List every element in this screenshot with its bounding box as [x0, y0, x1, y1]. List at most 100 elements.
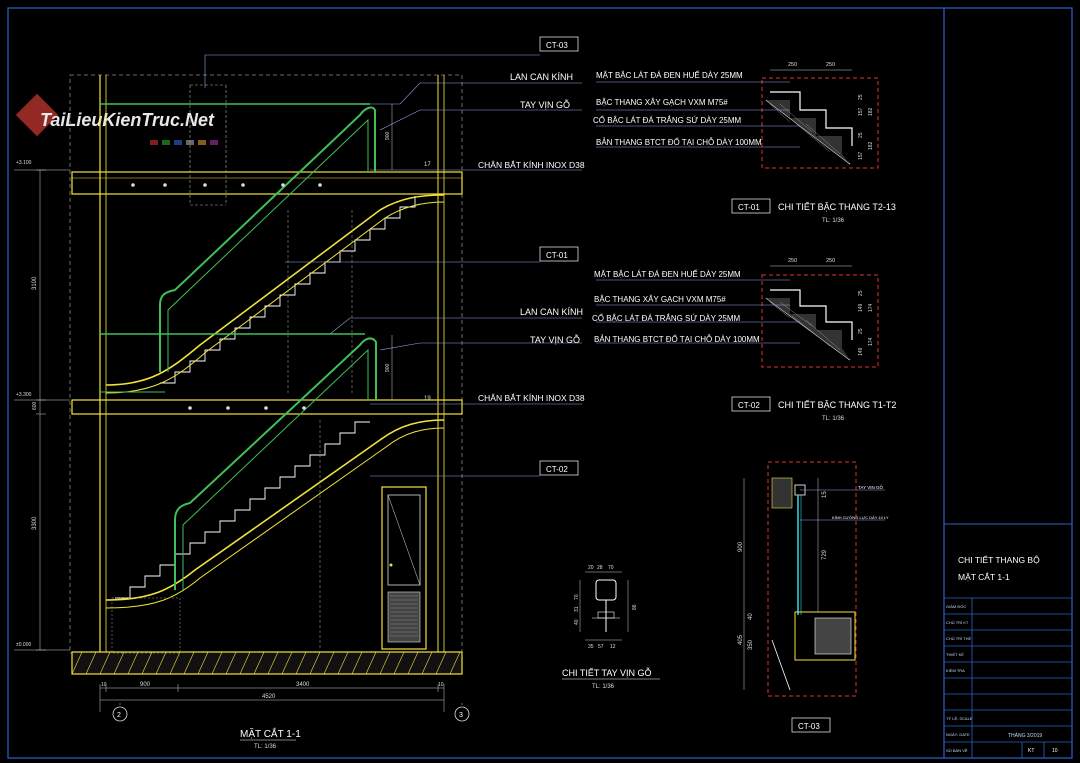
tb-sheet-label: KT — [1028, 748, 1034, 754]
ct01-note-3: CỔ BẬC LÁT ĐÁ TRẮNG SỨ DÀY 25MM — [593, 116, 742, 125]
ct02-note-2: BẬC THANG XÂY GẠCH VXM M75# — [594, 295, 726, 304]
ct02-scale: TL: 1/36 — [822, 416, 845, 422]
watermark-text: TaiLieuKienTruc.Net — [40, 110, 215, 130]
detail-ct01: 250 250 157 25 182 25 157 182 MẶT BẬC LÁ… — [593, 62, 896, 224]
dim-bottom-10a: 10 — [101, 682, 107, 688]
ct02-dim-149b: 149 — [858, 347, 864, 356]
ct03-tag: CT-03 — [798, 722, 820, 731]
ct01-title: CHI TIẾT BẬC THANG T2-13 — [778, 202, 896, 212]
rail-height-lower: 900 — [385, 363, 391, 372]
handrail-dim-40: 40 — [574, 619, 580, 625]
grid-bubble-2 — [112, 706, 128, 722]
dim-bottom-10b: 10 — [438, 682, 444, 688]
dim-bottom-3400: 3400 — [296, 682, 310, 688]
section-title: MẶT CẮT 1-1 — [240, 727, 301, 740]
label-chan-bat-kinh-2: CHÂN BẮT KÍNH INOX D38 — [478, 393, 585, 403]
handrail-dim-70b: 70 — [574, 594, 580, 600]
ct02-dim-174a: 174 — [868, 303, 874, 312]
ct01-dim-157b: 157 — [858, 151, 864, 160]
ct02-dim-250a: 250 — [788, 258, 797, 264]
dim-left-600: 600 — [32, 401, 38, 410]
dim-left-3300: 3300 — [32, 516, 38, 530]
ct01-dim-250a: 250 — [788, 62, 797, 68]
handrail-dim-31: 31 — [574, 606, 580, 612]
ct03-dim-405: 405 — [738, 634, 744, 645]
level-upper: +3.100 — [16, 160, 32, 166]
tb-row-6: TỶ LỆ: SCALE — [946, 716, 973, 721]
grid-bubble-3 — [454, 706, 470, 722]
ct01-dim-182a: 182 — [868, 107, 874, 116]
detail-ct03: TAY VỊN GỖ KÍNH CƯỜNG LỰC DÀY 10 LY 900 … — [738, 461, 889, 733]
ct03-dim-350: 350 — [748, 639, 754, 650]
ct02-note-3: CỔ BẬC LÁT ĐÁ TRẮNG SỨ DÀY 25MM — [592, 314, 741, 323]
dim-left-3100: 3100 — [32, 276, 38, 290]
sheet-frame — [7, 7, 1073, 759]
ct01-dim-250b: 250 — [826, 62, 835, 68]
ct01-dim-25a: 25 — [858, 94, 864, 100]
ct01-scale: TL: 1/36 — [822, 218, 845, 224]
tb-row-3: CHỦ TRÌ THỂ — [946, 636, 972, 641]
ct03-note-2: KÍNH CƯỜNG LỰC DÀY 10 LY — [832, 515, 889, 520]
callout-ct03-box — [539, 36, 579, 52]
title-block: CHI TIẾT THANG BỘ MẶT CẮT 1-1 GIÁM ĐỐC C… — [944, 555, 1072, 758]
ct02-title: CHI TIẾT BẬC THANG T1-T2 — [778, 400, 896, 410]
door — [381, 486, 427, 650]
section-1-1: 3100 600 3300 +3.100 +3.300 ±0.000 10 90… — [14, 36, 585, 750]
label-lan-can-kinh-2: LAN CAN KÍNH — [520, 307, 583, 317]
ct03-dim-900: 900 — [738, 541, 744, 552]
label-tay-vin-go-2: TAY VỊN GỖ — [530, 334, 580, 345]
detail-ct02: 250 250 149 25 174 25 149 174 MẶT BẬC LÁ… — [592, 258, 896, 422]
tb-row-2: CHỦ TRÌ KT — [946, 620, 969, 625]
ct02-dim-25b: 25 — [858, 328, 864, 334]
ct02-dim-149a: 149 — [858, 303, 864, 312]
label-chan-bat-kinh-1: CHÂN BẮT KÍNH INOX D38 — [478, 160, 585, 170]
callout-ct01-box — [539, 246, 579, 262]
ct01-dim-182b: 182 — [868, 141, 874, 150]
ct03-dim-729: 729 — [822, 549, 828, 560]
rail-height-upper: 900 — [385, 131, 391, 140]
label-tay-vin-go-1: TAY VỊN GỖ — [520, 99, 570, 110]
label-lan-can-kinh-1: LAN CAN KÍNH — [510, 72, 573, 82]
tb-row-5: KIỂM TRA — [946, 668, 965, 673]
callout-ct02-box — [539, 460, 579, 476]
tb-row-1: GIÁM ĐỐC — [946, 604, 966, 609]
tb-date: THÁNG 3/2019 — [1008, 732, 1042, 739]
ct01-tag: CT-01 — [738, 203, 760, 212]
ct02-dim-174b: 174 — [868, 337, 874, 346]
handrail-dim-20: 20 — [588, 565, 594, 571]
ct01-note-2: BẬC THANG XÂY GẠCH VXM M75# — [596, 98, 728, 107]
callout-ct02: CT-02 — [546, 465, 568, 474]
ct03-dim-15: 15 — [822, 491, 828, 498]
ct01-note-1: MẶT BẬC LÁT ĐÁ ĐEN HUẾ DÀY 25MM — [596, 70, 743, 80]
step-count-17: 17 — [424, 162, 431, 168]
ct02-note-1: MẶT BẬC LÁT ĐÁ ĐEN HUẾ DÀY 25MM — [594, 269, 741, 279]
handrail-dim-70a: 70 — [608, 565, 614, 571]
ct01-dim-157a: 157 — [858, 107, 864, 116]
level-ground: ±0.000 — [16, 642, 31, 648]
ct03-note-1: TAY VỊN GỖ — [858, 484, 884, 490]
handrail-scale: TL: 1/36 — [592, 684, 615, 690]
callout-ct01: CT-01 — [546, 251, 568, 260]
handrail-dim-12: 12 — [610, 644, 616, 650]
tb-drawing-title-2: MẶT CẮT 1-1 — [958, 572, 1010, 582]
level-mid: +3.300 — [16, 392, 32, 398]
dim-bottom-4520: 4520 — [262, 694, 276, 700]
tb-row-8: SỐ BẢN VẼ — [946, 748, 968, 753]
handrail-dim-86: 86 — [632, 604, 638, 610]
tb-drawing-title-1: CHI TIẾT THANG BỘ — [958, 555, 1040, 565]
ct03-dim-40: 40 — [748, 613, 754, 620]
step-count-19: 19 — [424, 396, 431, 402]
grid-mark-2: 2 — [117, 712, 121, 719]
section-scale: TL: 1/36 — [254, 744, 277, 750]
grid-mark-3: 3 — [459, 712, 463, 719]
ct02-tag: CT-02 — [738, 401, 760, 410]
handrail-dim-35: 35 — [588, 644, 594, 650]
tb-sheet-no: 10 — [1052, 748, 1058, 754]
ct02-dim-25a: 25 — [858, 290, 864, 296]
ct02-dim-250b: 250 — [826, 258, 835, 264]
ct01-dim-25b: 25 — [858, 132, 864, 138]
detail-handrail: 20 28 70 40 31 70 86 35 57 12 CHI TIẾT T… — [562, 565, 660, 690]
handrail-title: CHI TIẾT TAY VỊN GỖ — [562, 667, 652, 678]
watermark-logo: TaiLieuKienTruc.Net — [15, 93, 218, 145]
tb-row-4: THIẾT KẾ — [946, 652, 964, 657]
